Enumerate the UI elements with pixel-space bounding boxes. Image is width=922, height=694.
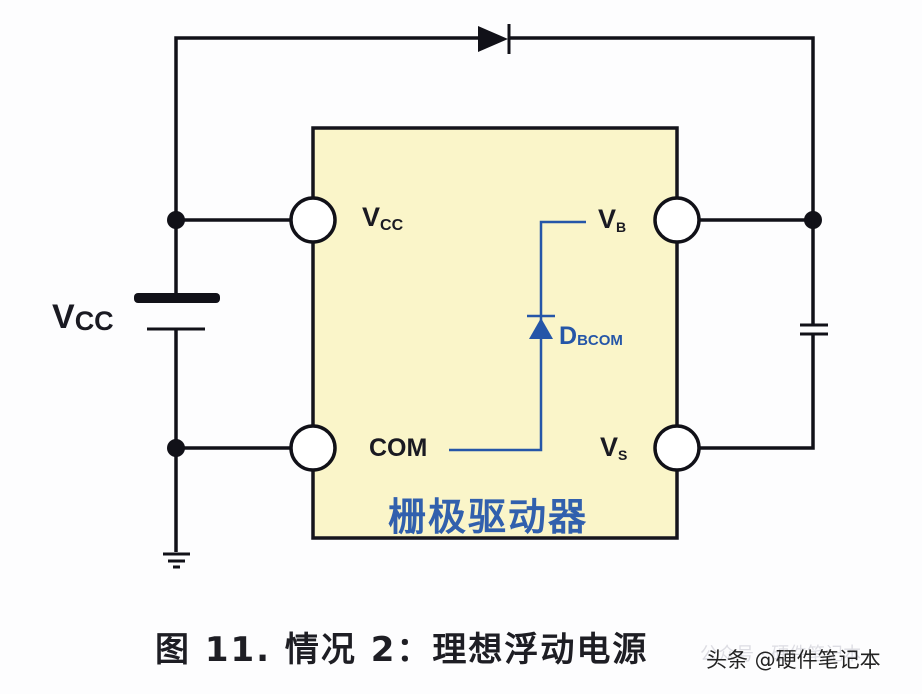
pin-vcc [289, 196, 337, 244]
dbcom-label: DBCOM [559, 322, 623, 350]
junction-dot [167, 211, 185, 229]
source-label: VCC [52, 298, 114, 336]
right-wires [699, 218, 815, 450]
capacitor-icon [800, 323, 828, 336]
pin-com [289, 424, 337, 472]
dbcom-diode-icon [527, 314, 555, 339]
figure-caption: 图 11. 情况 2：理想浮动电源 [155, 630, 649, 670]
top-wire [174, 36, 815, 220]
pin-vb-label: VB [598, 204, 626, 235]
pin-vs [653, 424, 701, 472]
pin-vb [653, 196, 701, 244]
pin-com-label: COM [369, 434, 427, 462]
watermark: 头条 @硬件笔记本 [706, 648, 881, 672]
battery-icon [134, 293, 220, 331]
bootstrap-diode-icon [478, 24, 511, 54]
pin-vs-label: VS [600, 432, 627, 463]
gate-driver-block [311, 126, 679, 540]
junction-dot [167, 439, 185, 457]
pin-vcc-label: VCC [362, 202, 404, 234]
watermark-ghost: 公众号 · 硬件笔记本 [700, 644, 862, 665]
gate-driver-label: 栅极驱动器 [388, 495, 588, 539]
ground-icon [163, 552, 190, 569]
left-wires [174, 218, 291, 552]
